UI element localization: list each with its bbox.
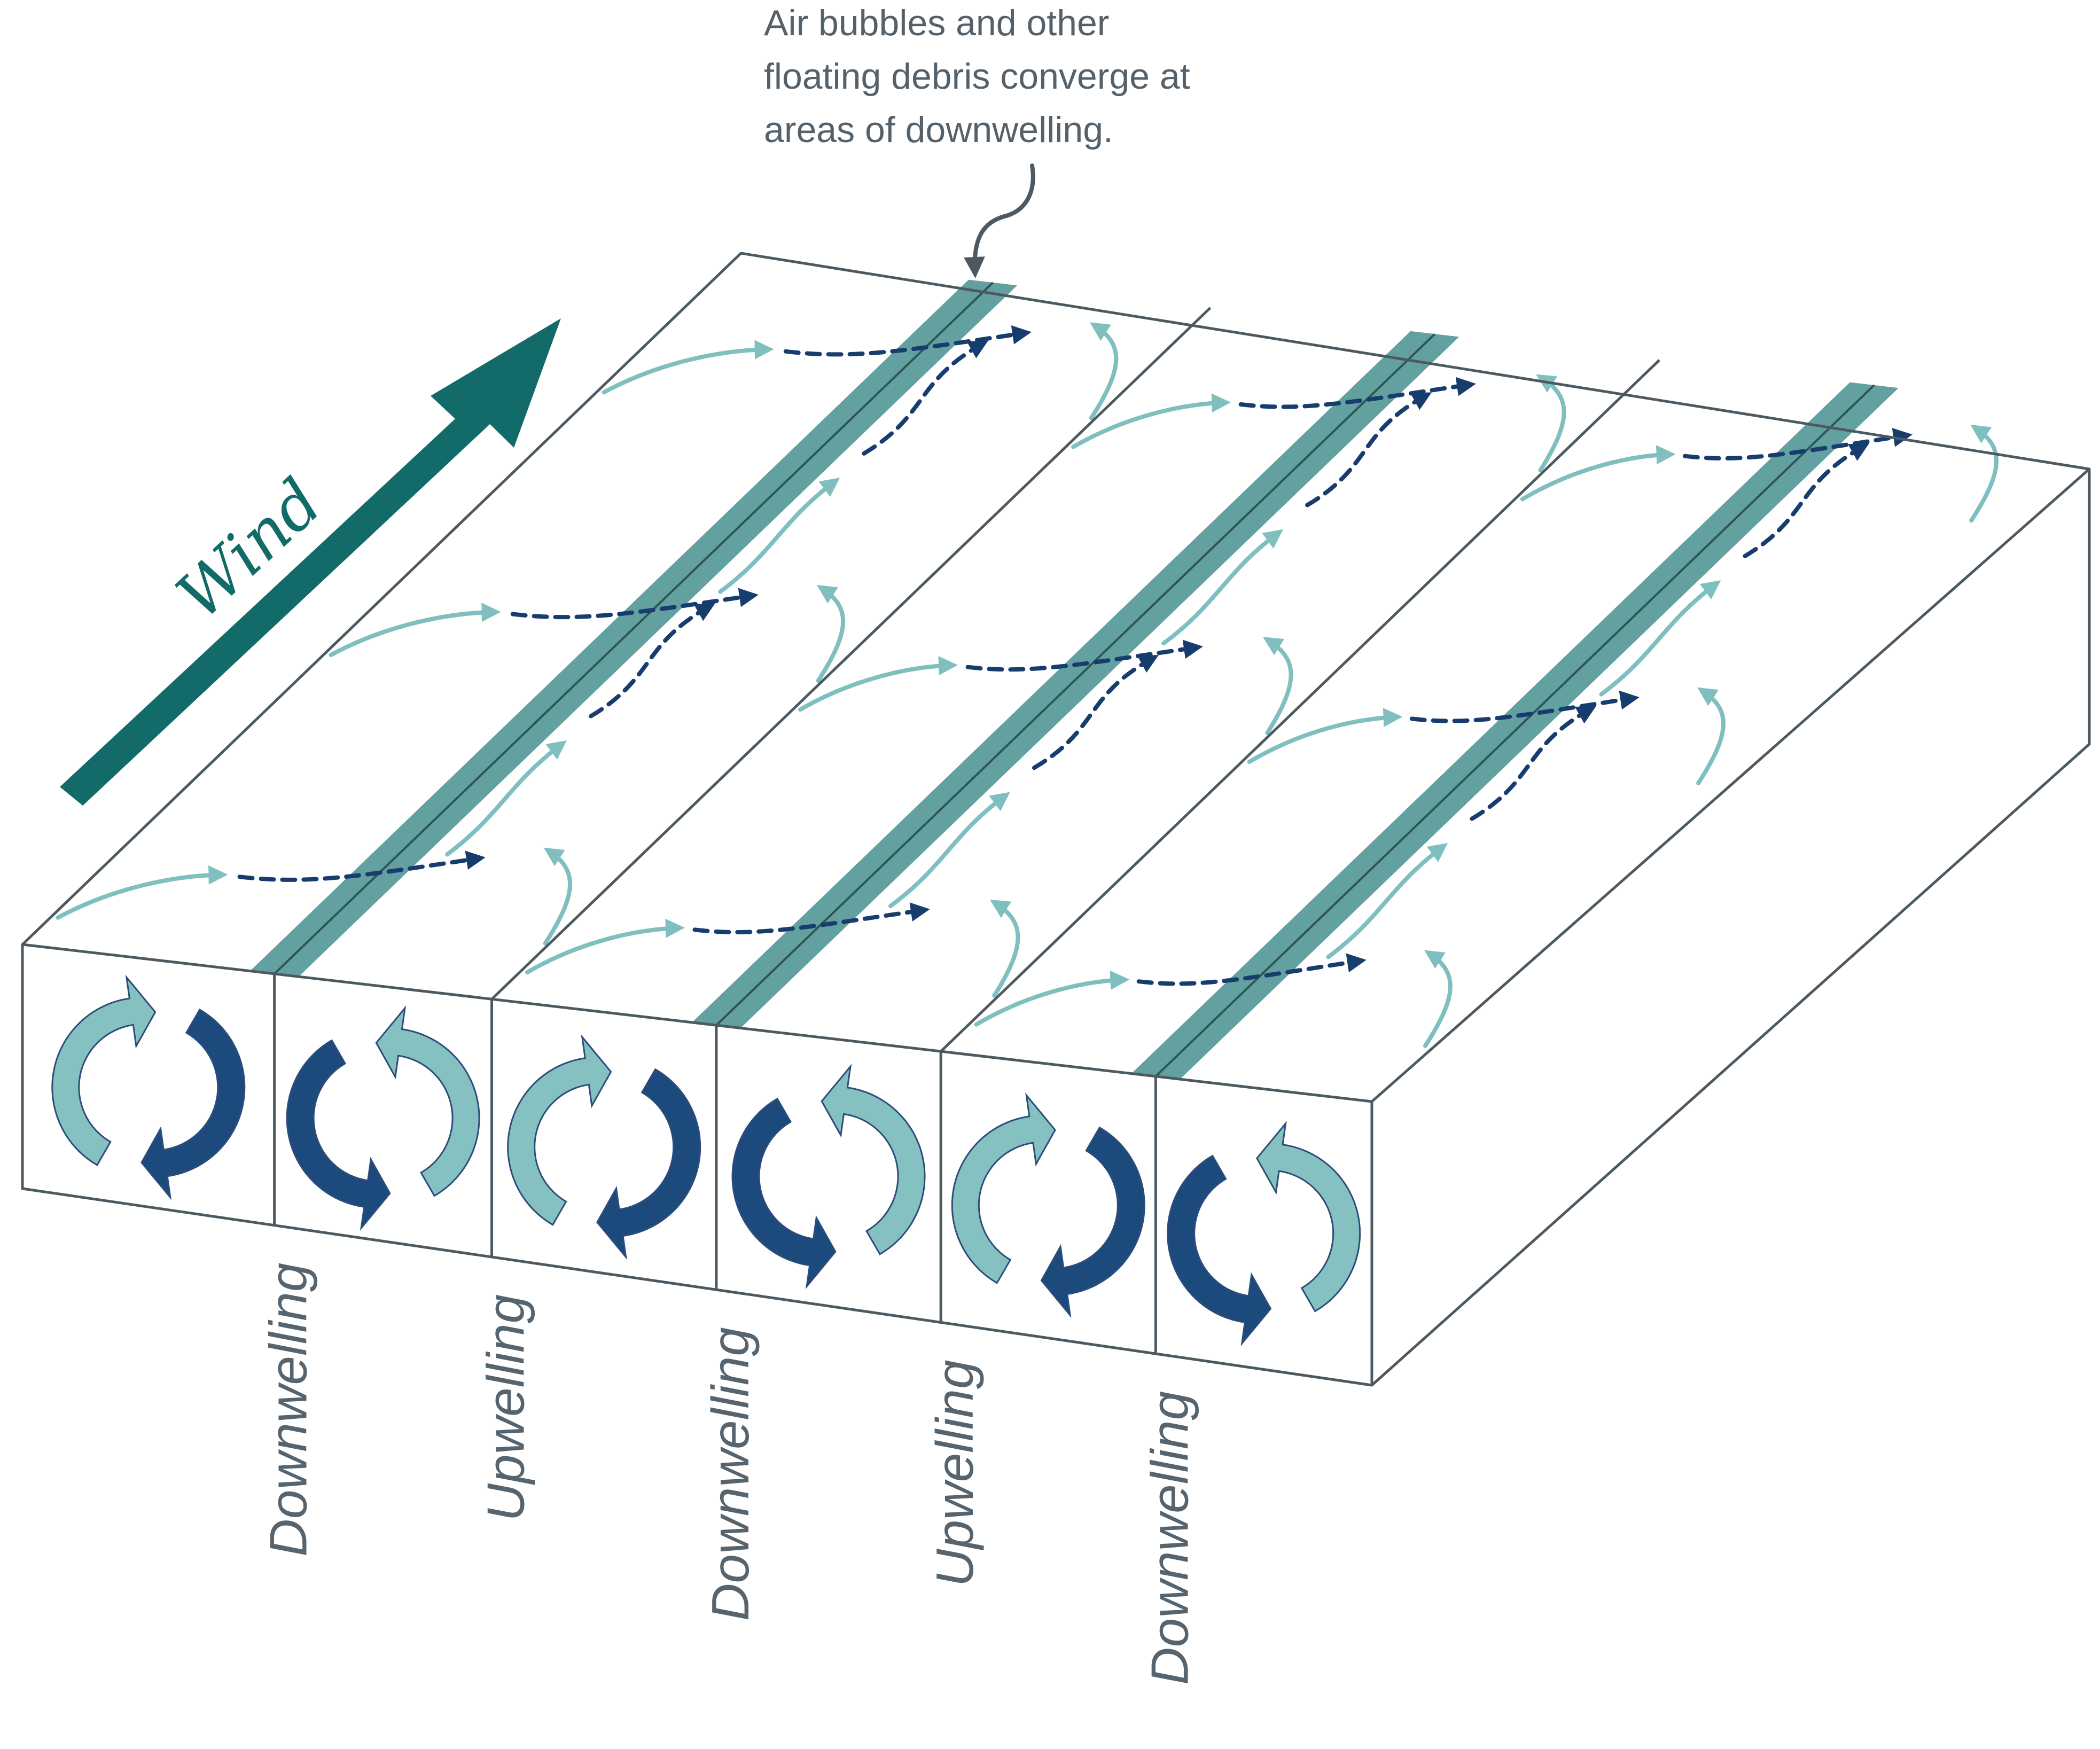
rising-light-arrow [888, 792, 1010, 908]
wind-label: Wind [163, 465, 336, 634]
cell-label-upwelling: Upwelling [925, 1360, 984, 1587]
inflow-light-arrow [1071, 393, 1231, 449]
cell-label-upwelling: Upwelling [477, 1294, 535, 1521]
block-right-face [1372, 469, 2089, 1385]
rising-dark-arrow [1470, 706, 1597, 821]
callout-line-1: Air bubbles and other [764, 3, 1109, 43]
counterclockwise-light-arrow [51, 974, 157, 1166]
front-face-dividers [273, 973, 1157, 1354]
clockwise-light-arrow [375, 1005, 480, 1197]
inflow-light-arrow [974, 970, 1130, 1027]
inflow-light-arrow [1520, 445, 1676, 502]
surface-flow-arrows [56, 322, 1999, 1048]
counterclockwise-dark-arrow [731, 1097, 837, 1290]
inflow-dark-arrow [510, 588, 759, 620]
cell-labels: Downwelling Upwelling Downwelling Upwelling… [259, 1263, 1199, 1685]
band-center-line [715, 333, 1436, 1026]
clockwise-light-arrow [1256, 1120, 1361, 1313]
rising-light-arrow [445, 740, 567, 857]
rising-dark-arrow [1305, 392, 1432, 507]
crossflow-light-arrow [1089, 322, 1119, 420]
inflow-light-arrow [56, 865, 228, 920]
crossflow-light-arrow [1263, 637, 1293, 735]
rising-dark-arrow [589, 603, 715, 719]
ocean-block [22, 253, 2089, 1385]
inflow-light-arrow [798, 656, 958, 712]
cell-label-downwelling: Downwelling [1140, 1391, 1199, 1685]
counterclockwise-dark-arrow [1167, 1154, 1272, 1347]
top-face-dividers [490, 307, 1660, 1052]
top-divider [940, 359, 1660, 1052]
callout-text: Air bubbles and other floating debris co… [764, 3, 1200, 150]
inflow-dark-arrow [692, 902, 930, 934]
counterclockwise-light-arrow [951, 1092, 1056, 1284]
callout-pointer [963, 163, 1035, 278]
inflow-dark-arrow [1238, 377, 1476, 409]
cell-label-downwelling: Downwelling [701, 1327, 760, 1621]
clockwise-dark-arrow [596, 1068, 701, 1260]
crossflow-light-arrow [816, 584, 846, 683]
cell-label-downwelling: Downwelling [259, 1263, 318, 1557]
crossflow-light-arrow [543, 847, 572, 946]
rising-light-arrow [1326, 842, 1448, 959]
rising-dark-arrow [862, 340, 988, 456]
clockwise-dark-arrow [140, 1008, 246, 1200]
callout-line-2: floating debris converge at [764, 56, 1190, 97]
inflow-dark-arrow [1409, 690, 1640, 723]
crossflow-light-arrow [1696, 687, 1726, 785]
inflow-dark-arrow [1136, 953, 1367, 986]
counterclockwise-light-arrow [507, 1034, 612, 1226]
rising-light-arrow [1599, 580, 1721, 697]
band-center-line [274, 282, 994, 975]
clockwise-light-arrow [821, 1064, 926, 1255]
inflow-dark-arrow [1682, 428, 1912, 460]
rising-dark-arrow [1032, 655, 1159, 770]
crossflow-light-arrow [1536, 374, 1566, 473]
inflow-light-arrow [602, 340, 774, 395]
rotation-arrows [51, 974, 1361, 1347]
inflow-dark-arrow [237, 850, 486, 882]
band-center-line [1154, 384, 1875, 1077]
crossflow-light-arrow [989, 899, 1020, 998]
inflow-dark-arrow [965, 639, 1203, 672]
debris-callout: Air bubbles and other floating debris co… [764, 3, 1200, 278]
rising-dark-arrow [1743, 443, 1870, 558]
inflow-light-arrow [525, 918, 685, 974]
inflow-light-arrow [1247, 708, 1403, 764]
crossflow-light-arrow [1423, 950, 1453, 1048]
top-divider [490, 307, 1212, 1001]
rising-light-arrow [718, 478, 840, 594]
counterclockwise-dark-arrow [286, 1039, 391, 1231]
crossflow-light-arrow [1969, 424, 1999, 523]
rising-light-arrow [1161, 529, 1283, 646]
convergence-bands [250, 279, 1899, 1080]
clockwise-dark-arrow [1040, 1126, 1145, 1318]
callout-line-3: areas of downwelling. [764, 110, 1113, 150]
inflow-light-arrow [329, 603, 501, 657]
wind-arrow [60, 318, 561, 806]
inflow-dark-arrow [783, 325, 1032, 357]
block-outline [21, 252, 2091, 1387]
